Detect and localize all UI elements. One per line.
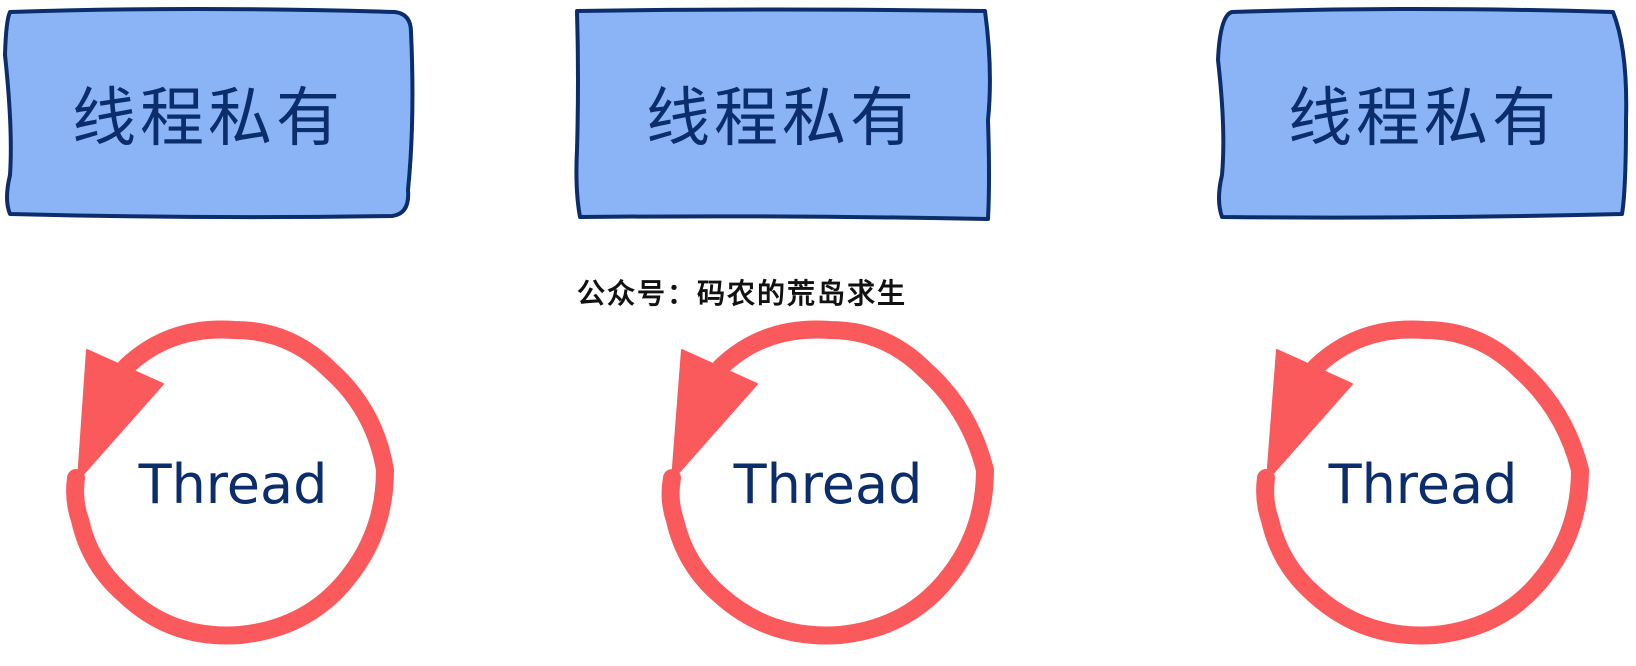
thread-private-box-1 <box>3 7 415 220</box>
thread-private-box-3 <box>1216 7 1629 220</box>
thread-private-label-1: 线程私有 <box>72 82 344 156</box>
thread-loop-1 <box>66 320 394 645</box>
thread-arrowhead-3 <box>1266 349 1353 481</box>
column-1: 线程私有 Thread <box>3 7 415 645</box>
column-2: 线程私有 Thread <box>574 7 994 645</box>
thread-private-label-2: 线程私有 <box>646 82 918 156</box>
thread-private-label-3: 线程私有 <box>1288 82 1560 156</box>
thread-arrowhead-2 <box>671 349 758 481</box>
thread-arrowhead-1 <box>77 349 164 481</box>
thread-private-box-2 <box>574 7 992 221</box>
thread-label-3: Thread <box>1328 453 1518 516</box>
thread-loop-3 <box>1256 320 1589 645</box>
thread-label-2: Thread <box>733 453 923 516</box>
column-3: 线程私有 Thread <box>1216 7 1629 645</box>
thread-loop-2 <box>661 320 994 645</box>
watermark-caption: 公众号：码农的荒岛求生 <box>577 277 907 310</box>
thread-label-1: Thread <box>138 453 328 516</box>
